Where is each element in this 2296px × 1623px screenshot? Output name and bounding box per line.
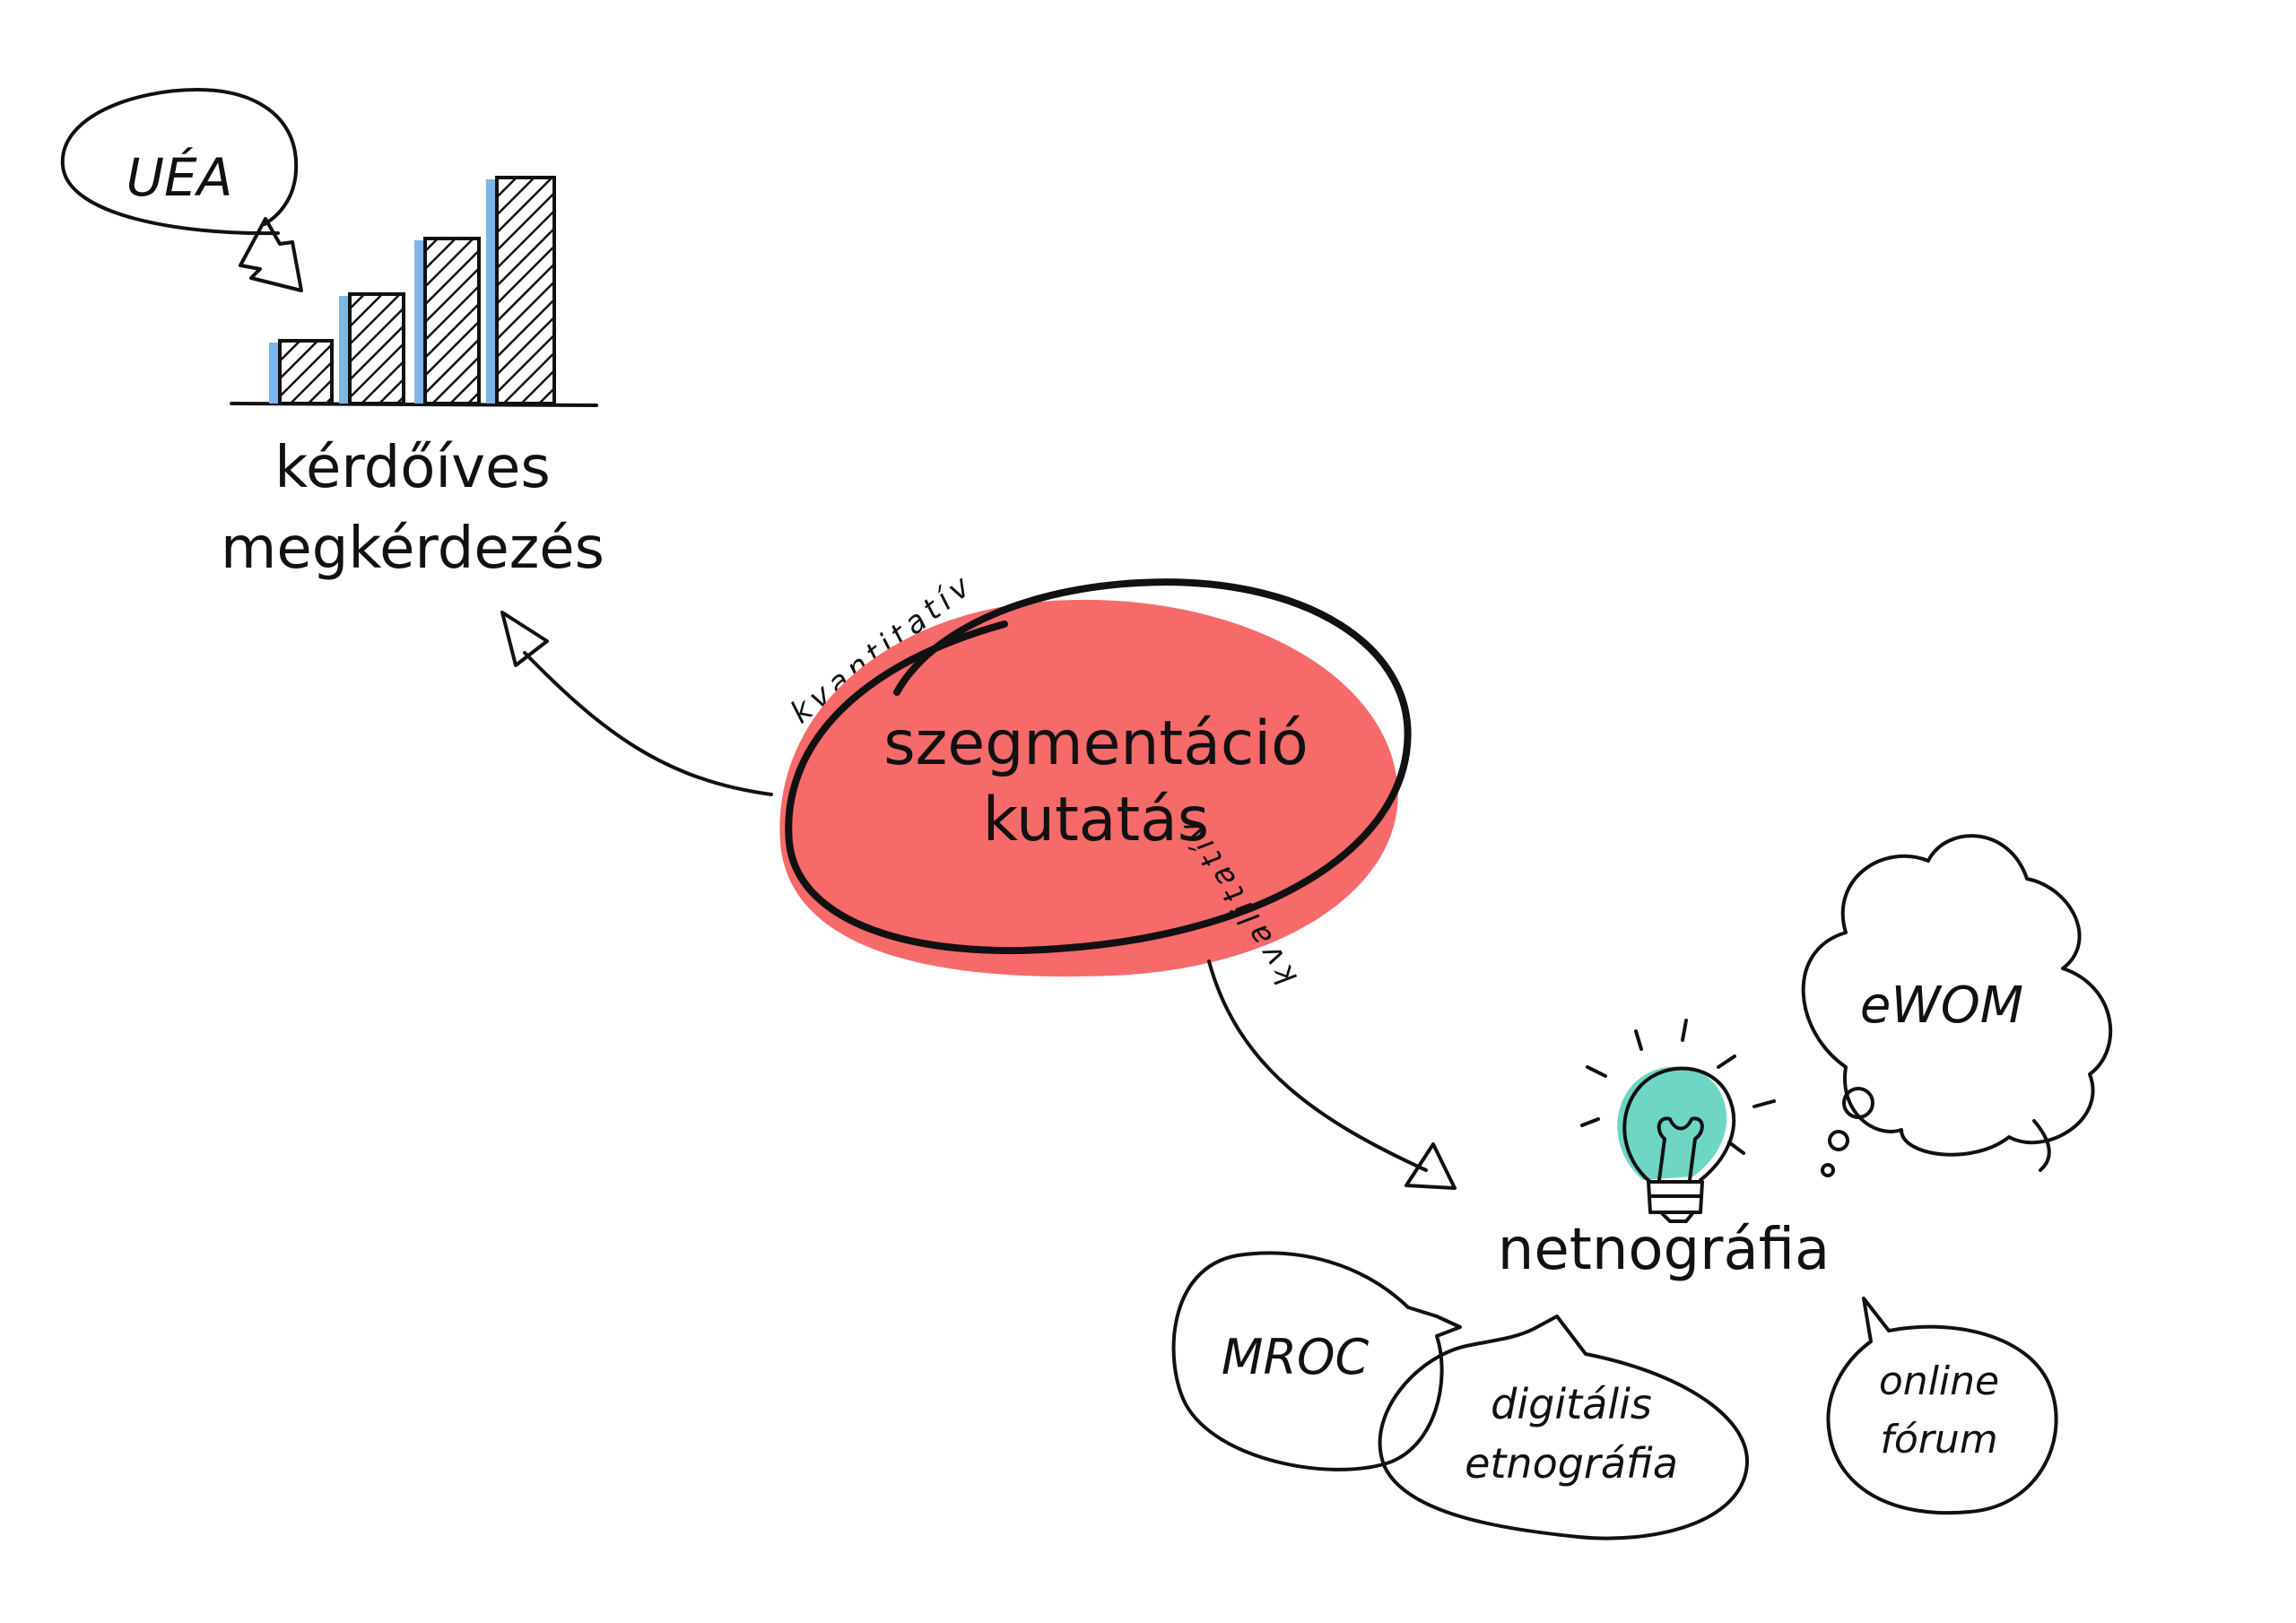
digital-ethnography-label-line2: etnográfia (1465, 1439, 1678, 1488)
light-bulb-icon (1580, 1019, 1776, 1223)
bar-chart-icon (230, 176, 598, 407)
mroc-label: MROC (1222, 1329, 1370, 1385)
online-forum-label-line2: fórum (1880, 1417, 1997, 1462)
center-node: szegmentáció kutatás (779, 578, 1412, 977)
netnography-label: netnográfia (1498, 1217, 1830, 1283)
uea-label: UÉA (126, 146, 233, 208)
center-label-line2: kutatás (983, 785, 1209, 855)
quantitative-arrow (500, 611, 773, 796)
survey-label-line1: kérdőíves (274, 435, 551, 501)
ewom-label: eWOM (1860, 976, 2023, 1035)
online-forum-label-line1: online (1879, 1358, 1999, 1404)
digital-ethnography-bubble: digitális etnográfia (1378, 1315, 1750, 1541)
mroc-bubble: MROC (1171, 1251, 1462, 1471)
ewom-thought-cloud: eWOM (1801, 834, 2113, 1177)
qualitative-arrow (1207, 959, 1457, 1190)
digital-ethnography-label-line1: digitális (1491, 1380, 1652, 1428)
uea-bubble: UÉA (60, 88, 303, 292)
online-forum-bubble: online fórum (1826, 1297, 2058, 1515)
center-label-line1: szegmentáció (883, 708, 1309, 779)
survey-label-line2: megkérdezés (221, 516, 604, 582)
